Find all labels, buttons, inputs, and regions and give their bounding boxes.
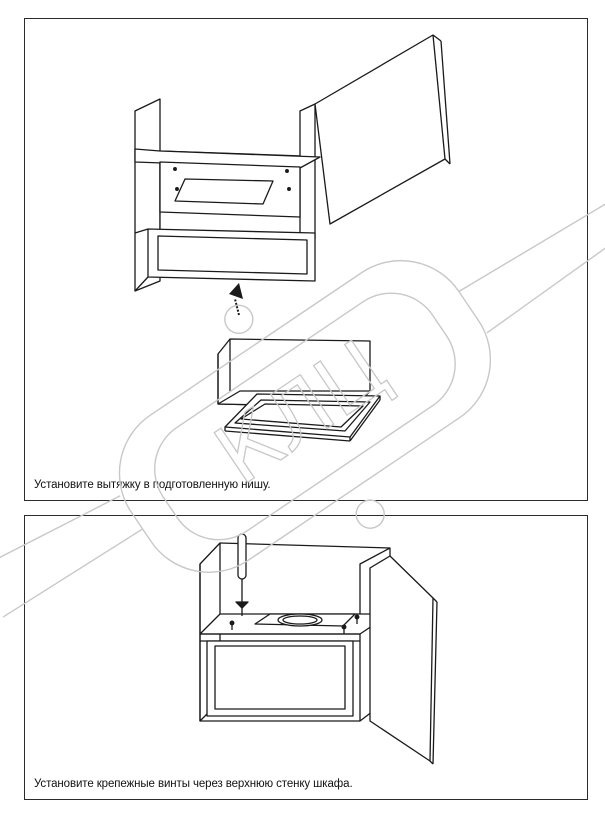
- screwdriver-icon: [235, 533, 249, 616]
- cabinet-door: [314, 34, 446, 225]
- step-1-illustration: [134, 34, 451, 442]
- cabinet-right-panel: [299, 103, 316, 244]
- step-1-caption: Установите вытяжку в подготовленную нишу…: [34, 479, 271, 491]
- range-hood: [217, 338, 381, 442]
- cabinet-door: [369, 555, 434, 762]
- shelf-opening: [174, 178, 274, 205]
- up-arrow-icon: [229, 283, 243, 316]
- step-1-panel: Установите вытяжку в подготовленную нишу…: [24, 18, 588, 501]
- screw-icon: [229, 614, 360, 634]
- step-2-caption: Установите крепежные винты через верхнюю…: [34, 778, 353, 790]
- step-2-panel: Установите крепежные винты через верхнюю…: [24, 515, 588, 800]
- step-2-illustration: [199, 533, 438, 765]
